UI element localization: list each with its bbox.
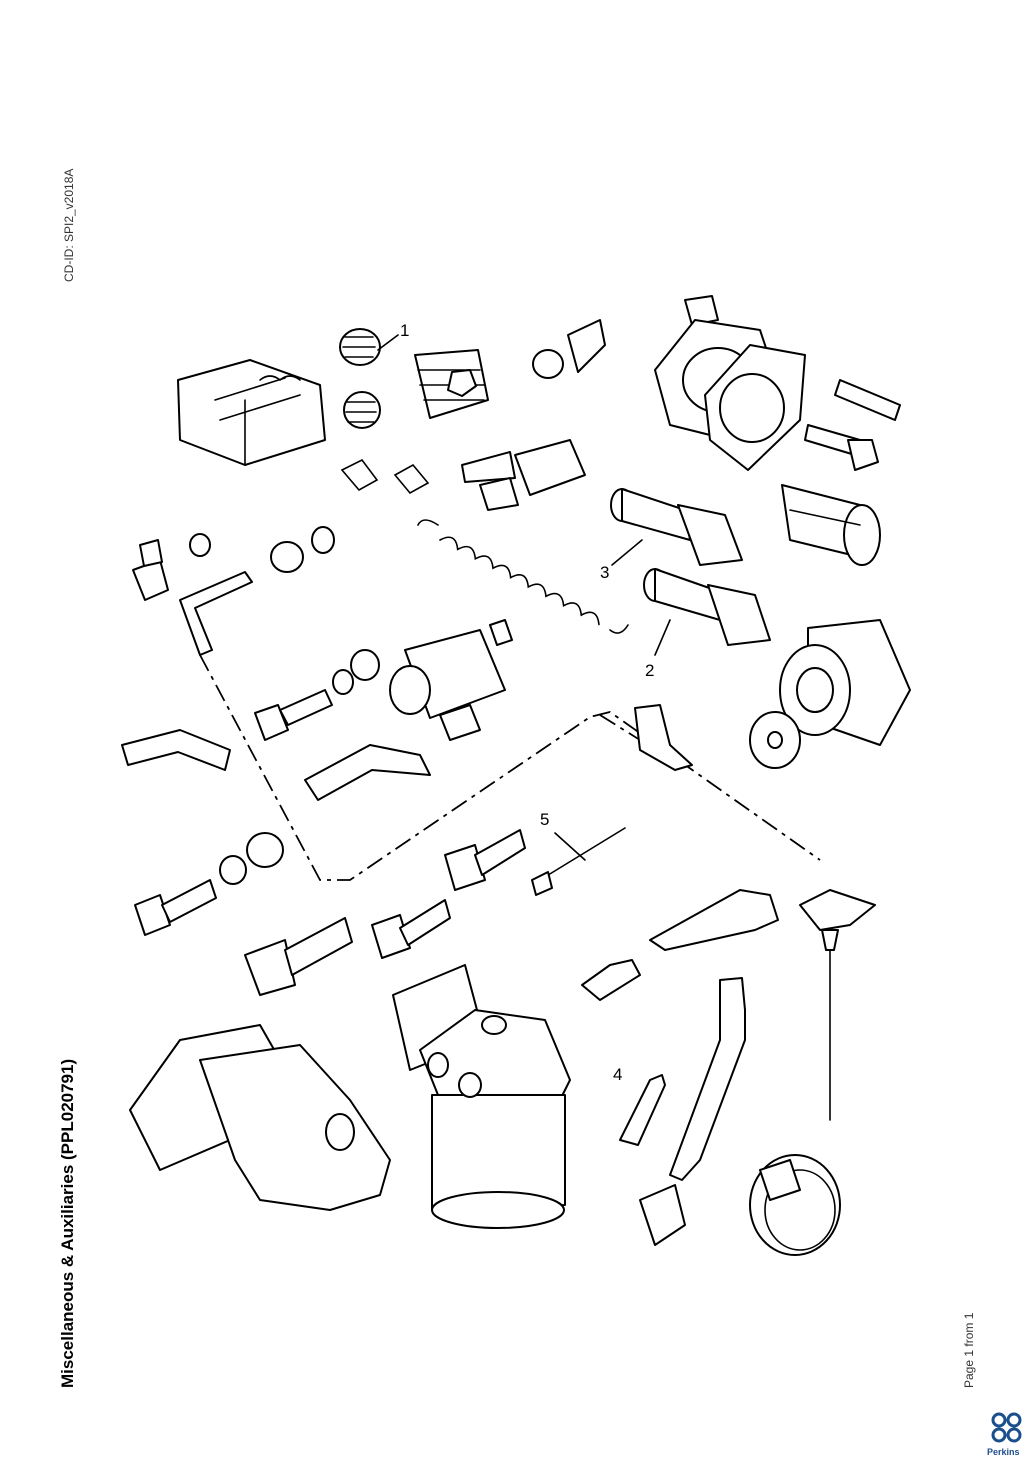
nut-parts [270,526,380,695]
solenoid-part [389,619,513,741]
fuel-pipe-part [639,977,746,1246]
hex-key-part [179,571,253,656]
bolt-parts [134,689,526,996]
banjo-bolt-part [532,319,606,379]
plug-parts [339,328,489,429]
fuel-pump-part [129,1024,391,1211]
engine-mount-part [749,619,911,769]
thermostat-cylinder-part [781,484,881,566]
callout-4: 4 [613,1065,622,1084]
adaptor-parts: 3 2 [600,488,771,680]
perkins-logo [991,1412,1022,1443]
dipstick-part [799,889,876,1121]
relay-part [177,359,326,466]
brand-name: Perkins [987,1447,1020,1457]
hose-parts [121,729,431,801]
fuel-filter-part [392,964,571,1229]
callout-1: 1 [400,321,409,340]
thermostat-housing-part [654,295,901,471]
spring-part [417,519,629,634]
sender-unit-part [132,533,211,601]
callout-3: 3 [600,563,609,582]
hose-clip-part [749,1154,841,1256]
callout-2: 2 [645,661,654,680]
callout-5: 5 [540,810,549,829]
pressure-switch-part [340,439,586,511]
pipe-fitting-parts: 5 [531,704,779,1001]
pin-part: 4 [613,1065,666,1146]
